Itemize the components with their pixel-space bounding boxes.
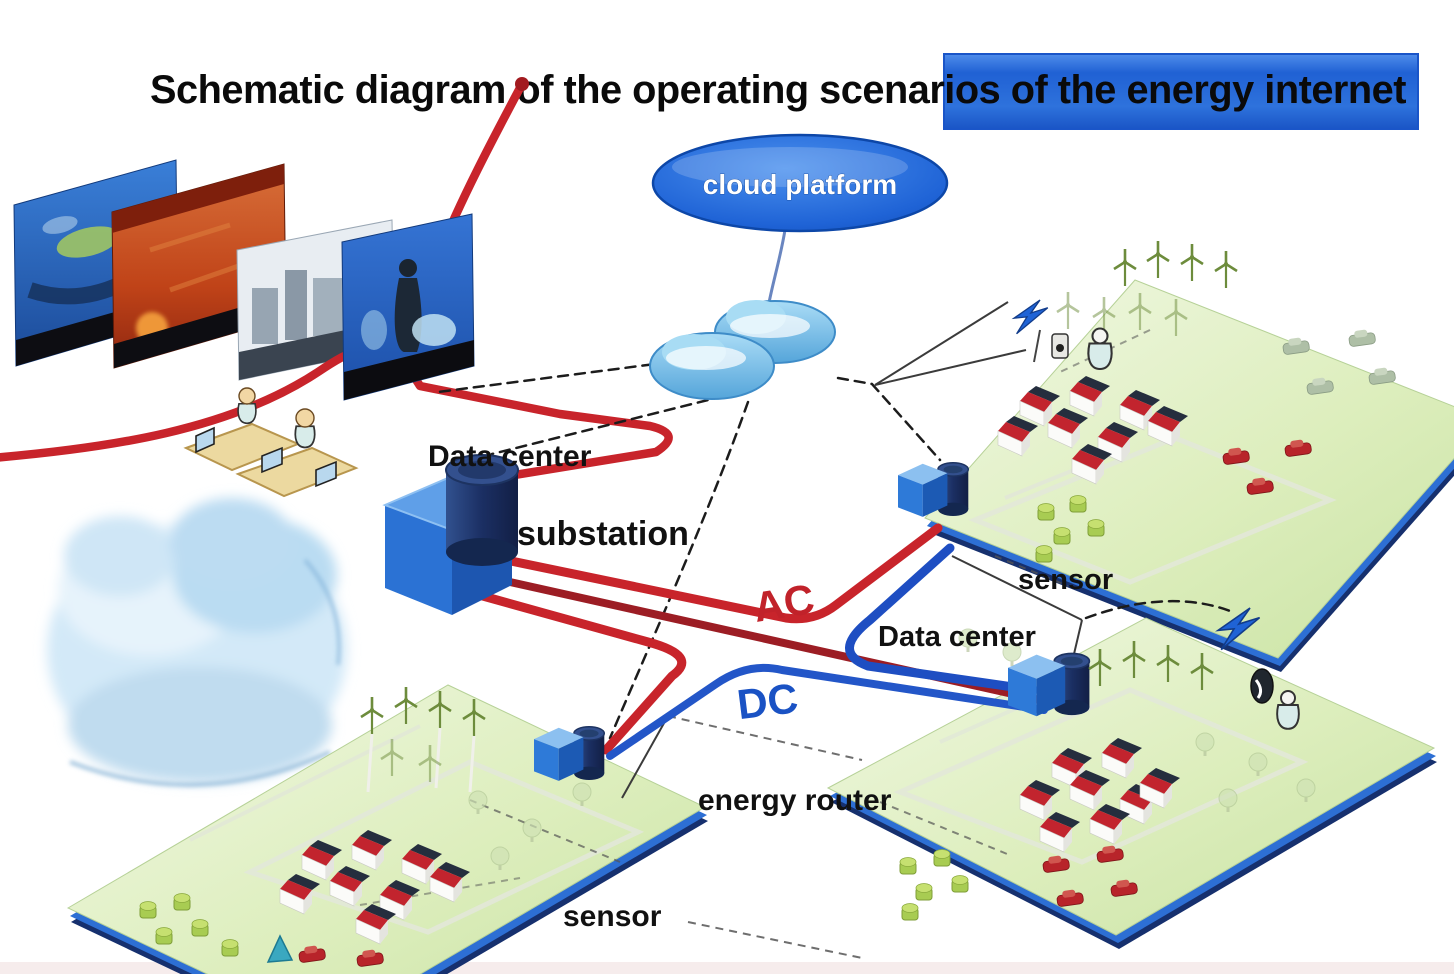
energy-router-label: energy router	[698, 784, 892, 817]
substation-label: substation	[517, 515, 689, 553]
substation-unit	[382, 454, 519, 615]
title-highlight	[943, 53, 1419, 130]
data-center-community-label: Data center	[878, 621, 1036, 653]
data-center-main-label: Data center	[428, 440, 592, 473]
big-cloud-icon	[47, 498, 347, 787]
cloud-platform-node: cloud platform	[649, 133, 949, 400]
energy-router-top-right	[897, 462, 970, 518]
data-links-dashed	[436, 358, 1232, 740]
ac-line-bottom	[449, 583, 687, 755]
community-top-right-items	[997, 239, 1397, 563]
lightning-flag-icon	[1013, 299, 1049, 363]
cloud-platform-label: cloud platform	[703, 169, 897, 200]
energy-router-bottom-right	[1007, 652, 1091, 718]
labels: Data center substation AC DC Data center…	[428, 440, 1113, 933]
ac-label: AC	[750, 575, 817, 631]
energy-router-bottom-left	[533, 726, 606, 782]
operators-desk	[183, 387, 359, 498]
sensor-links-dashed	[667, 715, 863, 959]
marker-icon	[266, 934, 294, 963]
page-title: Schematic diagram of the operating scena…	[150, 68, 1406, 112]
power-lines	[449, 523, 1048, 760]
ac-line-top	[453, 523, 943, 624]
sensor-bottom-label: sensor	[563, 900, 662, 933]
shield-marker-icon	[1250, 668, 1274, 704]
community-bottom-right-items	[899, 607, 1316, 921]
person-icon	[1276, 690, 1300, 730]
dc-line-bottom	[606, 663, 1048, 760]
wind-turbines	[359, 685, 487, 793]
community-bottom-left-items	[139, 685, 592, 968]
person-icon	[1087, 327, 1113, 371]
sensor-top-label: sensor	[1018, 564, 1113, 596]
cloud-icon	[649, 300, 836, 400]
dc-label: DC	[735, 674, 801, 728]
monitor-screen-operator	[341, 213, 475, 401]
dc-line-top	[845, 543, 1039, 695]
cloud-platform-oval	[651, 133, 949, 233]
